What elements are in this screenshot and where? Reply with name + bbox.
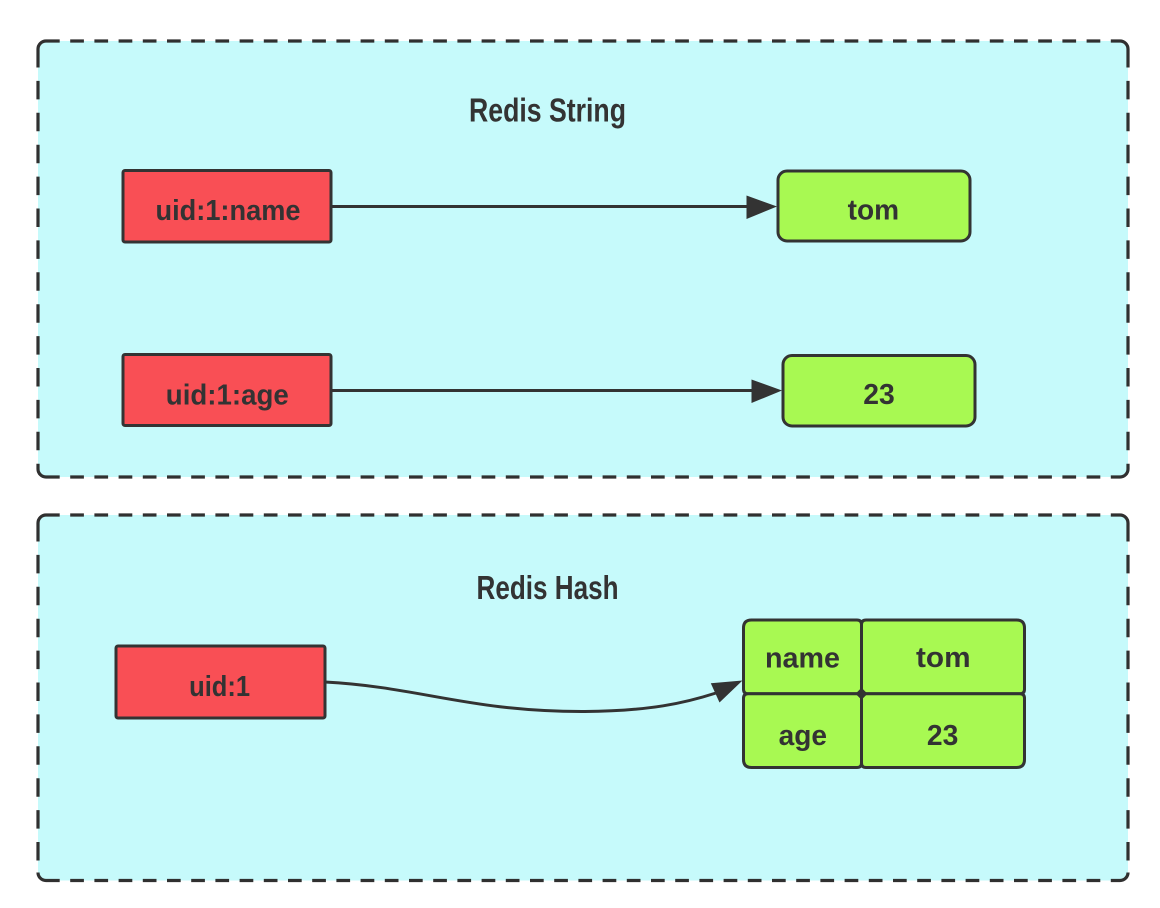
svg-text:23: 23 <box>863 379 895 411</box>
svg-text:tom: tom <box>848 195 900 227</box>
svg-text:23: 23 <box>927 720 958 752</box>
svg-text:Redis Hash: Redis Hash <box>477 569 619 606</box>
svg-text:age: age <box>779 720 827 752</box>
svg-text:uid:1:age: uid:1:age <box>166 380 289 412</box>
svg-text:tom: tom <box>916 642 971 674</box>
svg-text:uid:1:name: uid:1:name <box>156 195 301 227</box>
svg-text:Redis String: Redis String <box>469 92 626 129</box>
svg-text:name: name <box>765 642 840 674</box>
svg-text:uid:1: uid:1 <box>189 671 250 703</box>
